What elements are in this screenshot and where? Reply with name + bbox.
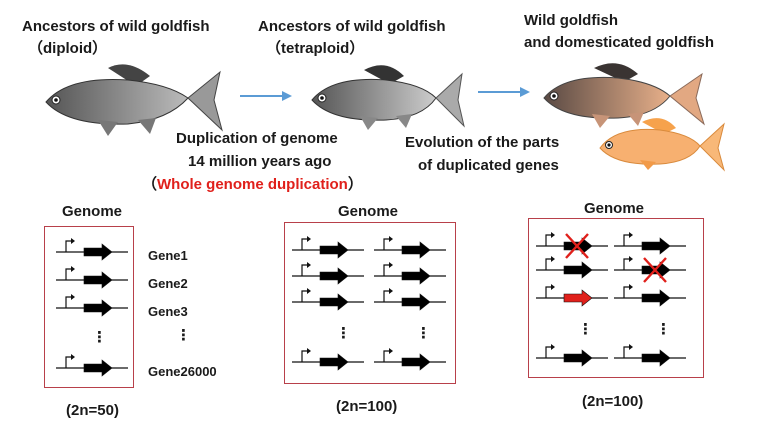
transition-arrow-1 xyxy=(240,91,292,101)
stage2-title: Ancestors of wild goldfish xyxy=(258,18,446,35)
stage3-title-line2: and domesticated goldfish xyxy=(524,34,715,51)
event1-whole-genome-duplication: （Whole genome duplication） xyxy=(142,176,363,194)
stage2-ploidy: （tetraploid） xyxy=(266,40,365,57)
gene-label-1: Gene1 xyxy=(148,248,188,263)
panel2-label: Genome xyxy=(338,203,399,220)
panel3-gene-right-3 xyxy=(614,284,686,307)
panel1-label: Genome xyxy=(62,203,123,220)
panel1-gene-2 xyxy=(56,266,128,289)
panel3-label: Genome xyxy=(584,200,645,217)
panel1-gene-3 xyxy=(56,294,128,317)
panel2-gene-right-4 xyxy=(374,348,446,371)
wild-ancestor-tetraploid-fish xyxy=(311,65,465,130)
event1-line2: 14 million years ago xyxy=(188,153,332,170)
panel2-gene-right-3 xyxy=(374,288,446,311)
close-paren: ） xyxy=(347,176,363,193)
gene-label-last: Gene26000 xyxy=(148,364,217,379)
panel3-count: (2n=100) xyxy=(582,393,644,410)
panel2-ellipsis-left: ⋮ xyxy=(336,325,351,342)
panel3-gene-right-2 xyxy=(614,256,686,283)
panel3-gene-right-1 xyxy=(614,232,686,255)
panel2-count: (2n=100) xyxy=(336,398,398,415)
panel3-gene-left-1 xyxy=(536,232,608,259)
stage1-title: Ancestors of wild goldfish xyxy=(22,18,210,35)
event2-line2: of duplicated genes xyxy=(418,157,559,174)
panel1-count: (2n=50) xyxy=(66,402,119,419)
gene-label-ellipsis: ⋮ xyxy=(176,327,191,344)
highlight-text: Whole genome duplication xyxy=(157,176,348,193)
gene-label-3: Gene3 xyxy=(148,304,188,319)
panel3-gene-left-2 xyxy=(536,256,608,279)
domesticated-goldfish-fish xyxy=(599,118,725,172)
panel2-gene-left-2 xyxy=(292,262,364,285)
panel2-gene-left-4 xyxy=(292,348,364,371)
panel1-gene-4 xyxy=(56,354,128,377)
panel2-gene-left-1 xyxy=(292,236,364,259)
wild-goldfish-fish xyxy=(543,63,705,128)
stage3-title-line1: Wild goldfish xyxy=(524,12,619,29)
panel3-ellipsis-left: ⋮ xyxy=(578,321,593,338)
panel3-gene-left-3 xyxy=(536,284,608,307)
panel1-gene-1 xyxy=(56,238,128,261)
panel3-gene-right-4 xyxy=(614,344,686,367)
panel1-ellipsis: ⋮ xyxy=(92,329,107,346)
panel2-gene-right-1 xyxy=(374,236,446,259)
panel3-gene-left-4 xyxy=(536,344,608,367)
gene-label-2: Gene2 xyxy=(148,276,188,291)
transition-arrow-2 xyxy=(478,87,530,97)
panel2-gene-left-3 xyxy=(292,288,364,311)
wild-ancestor-diploid-fish xyxy=(45,64,223,136)
stage1-ploidy: （diploid） xyxy=(28,40,108,57)
event2-line1: Evolution of the parts xyxy=(405,134,560,151)
panel3-ellipsis-right: ⋮ xyxy=(656,321,671,338)
open-paren: （ xyxy=(142,176,158,193)
event1-line1: Duplication of genome xyxy=(176,130,338,147)
panel2-gene-right-2 xyxy=(374,262,446,285)
panel2-ellipsis-right: ⋮ xyxy=(416,325,431,342)
